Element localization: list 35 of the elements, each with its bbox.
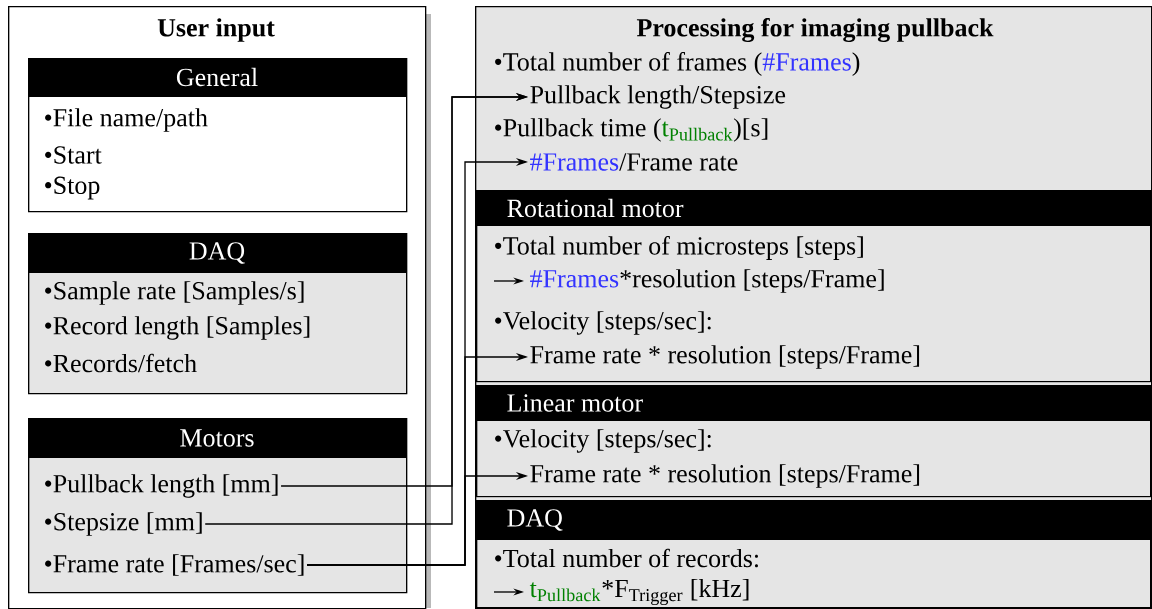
list-item: •Record length [Samples]	[45, 316, 310, 340]
panel-title: User input	[157, 18, 275, 42]
section-box	[476, 385, 1152, 498]
list-item: •Stepsize [mm]	[45, 512, 202, 536]
header-text: Linear motor	[507, 394, 643, 412]
list-item: •Frame rate [Frames/sec]	[45, 554, 304, 576]
section-box	[476, 190, 1152, 383]
list-item: •Stop	[45, 176, 100, 200]
list-item: •Velocity [steps/sec]:	[495, 429, 711, 453]
list-item: #Frames/Frame rate	[530, 153, 738, 171]
list-item: •File name/path	[45, 108, 208, 132]
list-item: Frame rate * resolution [steps/Frame]	[530, 464, 920, 488]
section-box	[476, 500, 1152, 609]
list-item: •Total number of microsteps [steps]	[495, 236, 863, 260]
header-text: Motors	[180, 429, 254, 447]
header-text: Rotational motor	[507, 198, 684, 218]
header-text: DAQ	[189, 242, 245, 264]
list-item: •Records/fetch	[45, 353, 197, 373]
list-item: Pullback length/Stepsize	[530, 85, 786, 109]
panel-title: Processing for imaging pullback	[636, 18, 994, 42]
list-item: •Pullback length [mm]	[45, 474, 278, 498]
list-item: Frame rate * resolution [steps/Frame]	[530, 345, 920, 369]
list-item: t$_{Pullback}$*F$_{Trigger}$ [kHz]	[529, 578, 749, 606]
section-box	[28, 418, 408, 594]
list-item: •Sample rate [Samples/s]	[45, 281, 304, 305]
list-item: •Pullback time (t$_{Pullback}$)[s]	[495, 118, 768, 142]
section-box	[28, 58, 408, 213]
list-item: •Total number of frames (#Frames)	[495, 52, 860, 76]
list-item: #Frames*resolution [steps/Frame]	[530, 269, 884, 293]
list-item: •Total number of records:	[495, 548, 758, 568]
section-box	[28, 233, 408, 395]
list-item: •Start	[45, 146, 102, 164]
list-item: •Velocity [steps/sec]:	[495, 311, 711, 335]
header-text: General	[176, 67, 258, 87]
header-text: DAQ	[507, 509, 563, 531]
